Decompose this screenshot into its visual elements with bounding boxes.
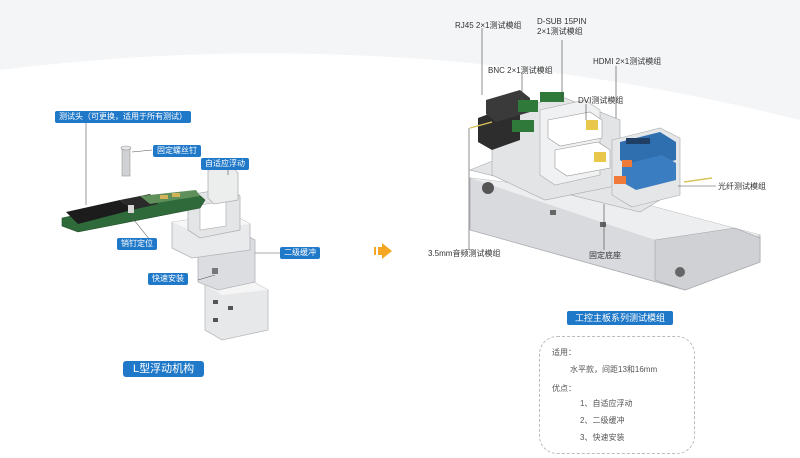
label-audio-module: 3.5mm音频测试模组: [428, 249, 501, 258]
advantage-item: 3、快速安装: [580, 433, 625, 442]
label-dvi-module: DVI测试模组: [578, 96, 624, 105]
applicable-value: 水平款，间距13和16mm: [570, 365, 658, 374]
applicable-label: 适用：: [552, 348, 576, 357]
label-hdmi-module: HDMI 2×1测试模组: [593, 57, 662, 66]
modules-block: [478, 90, 621, 201]
tag-fixed-screw: 固定螺丝钉: [153, 145, 201, 157]
probe-head: [61, 190, 206, 233]
tag-quick-install: 快速安装: [148, 273, 188, 285]
label-fixed-base: 固定底座: [589, 251, 621, 260]
label-rj45-module: RJ45 2×1测试模组: [455, 21, 522, 30]
screw: [120, 145, 132, 177]
tag-probe-head: 测试头（可更换，适用于所有测试）: [55, 111, 191, 123]
advantage-item: 1、自适应浮动: [580, 399, 633, 408]
label-bnc-module: BNC 2×1测试模组: [488, 66, 553, 75]
label-fiber-module: 光纤测试模组: [718, 182, 766, 191]
label-dsub-module: D-SUB 15PIN 2×1测试模组: [537, 17, 587, 36]
right-title: 工控主板系列测试模组: [567, 311, 674, 325]
tag-pin-positioning: 销钉定位: [117, 238, 157, 250]
left-title: L型浮动机构: [123, 361, 205, 377]
advantage-item: 2、二级缓冲: [580, 416, 625, 425]
tag-self-adaptive-float: 自适应浮动: [201, 158, 249, 170]
hdmi-fiber-modules: [611, 127, 681, 208]
advantages-label: 优点：: [552, 384, 576, 393]
info-box: 适用： 水平款，间距13和16mm 优点： 1、自适应浮动 2、二级缓冲 3、快…: [539, 336, 695, 454]
tag-secondary-buffer: 二级缓冲: [280, 247, 320, 259]
